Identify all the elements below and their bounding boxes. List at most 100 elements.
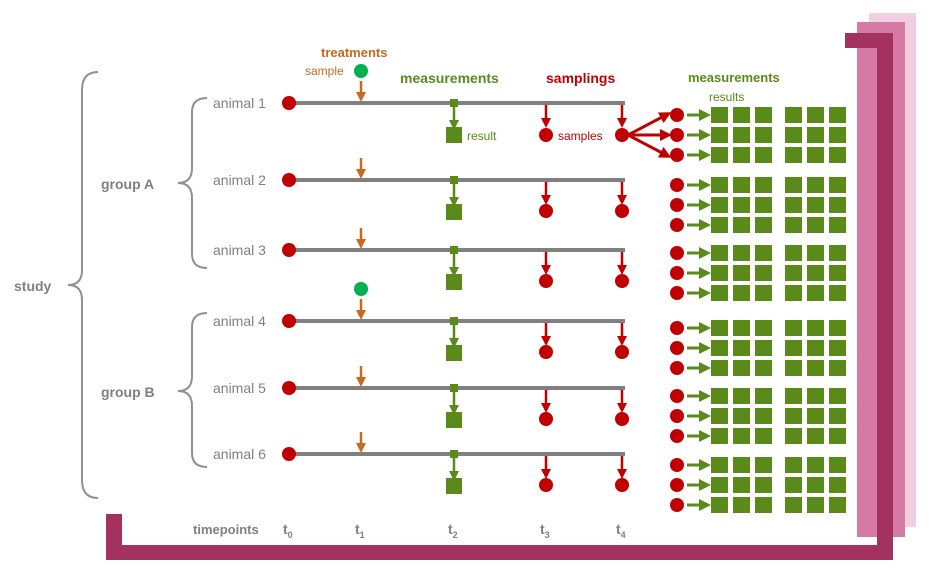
result-square — [807, 477, 824, 493]
result-square — [711, 497, 728, 513]
result-square — [807, 197, 824, 213]
result-square — [829, 457, 846, 473]
measurement-node — [450, 317, 458, 325]
start-dot — [282, 96, 296, 110]
result-square — [755, 197, 772, 213]
result-square — [785, 497, 802, 513]
sample-dot — [670, 498, 684, 512]
sample-dot — [539, 412, 553, 426]
result-square — [733, 147, 750, 163]
result-square — [755, 360, 772, 376]
result-square — [711, 265, 728, 281]
sample-dot — [615, 128, 629, 142]
result-square — [733, 497, 750, 513]
results-block — [670, 107, 846, 163]
start-dot — [282, 381, 296, 395]
result-square — [733, 285, 750, 301]
result-square — [807, 428, 824, 444]
result-square — [711, 127, 728, 143]
start-dot — [282, 314, 296, 328]
result-square — [807, 340, 824, 356]
result-square — [755, 177, 772, 193]
result-square — [829, 147, 846, 163]
sample-dot — [670, 218, 684, 232]
sample-dot — [539, 345, 553, 359]
start-dot — [282, 173, 296, 187]
treatment-dot-1 — [354, 64, 368, 78]
result-square — [807, 127, 824, 143]
result-square — [755, 408, 772, 424]
result-square — [829, 340, 846, 356]
measurements-results-header: measurements — [688, 70, 780, 85]
result-square — [829, 320, 846, 336]
sample-dot — [670, 478, 684, 492]
result-square — [755, 320, 772, 336]
sample-dot — [670, 409, 684, 423]
result-square — [446, 127, 462, 143]
result-square — [785, 320, 802, 336]
result-square — [807, 408, 824, 424]
animal-label: animal 4 — [213, 313, 266, 329]
treatments-header: treatments — [321, 45, 387, 60]
results-grid — [670, 107, 846, 513]
sample-dot — [615, 345, 629, 359]
sample-dot — [670, 361, 684, 375]
result-square — [829, 428, 846, 444]
start-dot — [282, 447, 296, 461]
group-b-brace — [177, 312, 208, 468]
result-square — [829, 408, 846, 424]
result-square — [733, 245, 750, 261]
result-square — [711, 360, 728, 376]
result-square — [829, 245, 846, 261]
result-square — [733, 428, 750, 444]
result-square — [733, 217, 750, 233]
study-label: study — [14, 278, 52, 294]
study-brace — [67, 71, 99, 499]
animal-row: animal 5 — [213, 366, 629, 428]
results-block — [670, 177, 846, 233]
result-square — [755, 428, 772, 444]
measurement-node — [450, 450, 458, 458]
animal-label: animal 6 — [213, 446, 266, 462]
animal-label: animal 1 — [213, 95, 266, 111]
result-square — [829, 107, 846, 123]
result-square — [785, 285, 802, 301]
result-square — [733, 477, 750, 493]
result-square — [829, 360, 846, 376]
timepoint-label: t2 — [448, 521, 458, 540]
result-square — [785, 127, 802, 143]
result-square — [829, 388, 846, 404]
result-square — [807, 360, 824, 376]
animal-row: animal 2 — [213, 158, 629, 220]
result-square — [733, 127, 750, 143]
results-block — [670, 388, 846, 444]
result-square — [755, 340, 772, 356]
result-square — [785, 177, 802, 193]
group-b-label: group B — [101, 384, 155, 400]
result-square — [733, 340, 750, 356]
result-square — [711, 428, 728, 444]
result-square — [711, 217, 728, 233]
sample-dot — [539, 204, 553, 218]
result-square — [807, 147, 824, 163]
sample-dot — [670, 128, 684, 142]
result-square — [755, 285, 772, 301]
animal-row: animal 1 — [213, 81, 672, 158]
result-square — [733, 457, 750, 473]
result-square — [785, 340, 802, 356]
result-square — [733, 388, 750, 404]
timepoint-label: t4 — [616, 521, 626, 540]
sample-dot — [539, 274, 553, 288]
sample-dot — [670, 429, 684, 443]
result-square — [711, 408, 728, 424]
result-square — [711, 285, 728, 301]
result-square — [733, 320, 750, 336]
animal-row: animal 4 — [213, 299, 629, 361]
result-square — [785, 457, 802, 473]
result-square — [733, 177, 750, 193]
result-square — [711, 147, 728, 163]
result-square — [829, 197, 846, 213]
result-square — [711, 340, 728, 356]
result-square — [711, 107, 728, 123]
